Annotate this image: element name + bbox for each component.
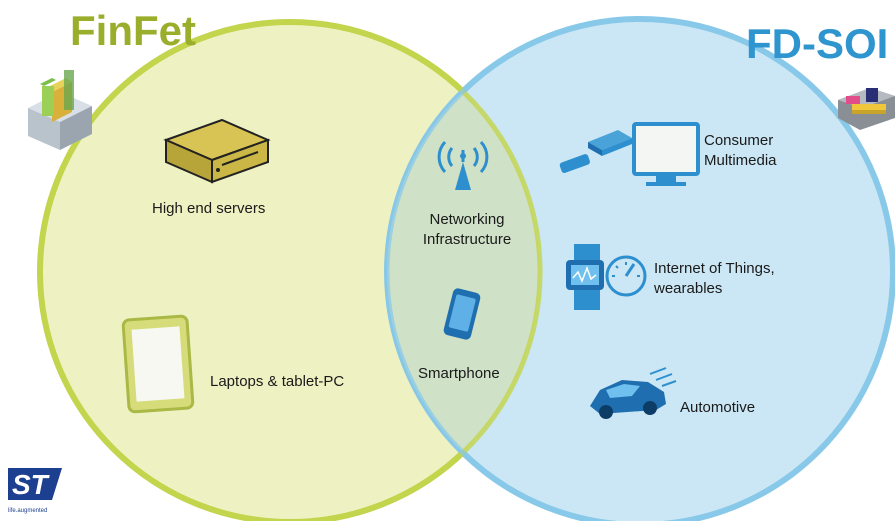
svg-text:ST: ST: [12, 469, 51, 500]
svg-text:life.augmented: life.augmented: [8, 508, 47, 514]
monitor-icon: [632, 122, 700, 186]
finfet-title: FinFet: [70, 7, 196, 54]
fdsoi-title: FD-SOI: [746, 20, 889, 67]
laptops-tablet-label: Laptops & tablet-PC: [210, 373, 345, 390]
antenna-tower-icon: [437, 140, 489, 190]
remote-icon: [559, 154, 590, 173]
gauge-icon: [605, 255, 647, 297]
automotive-label: Automotive: [680, 399, 756, 416]
consumer-multimedia-label: Consumer Multimedia: [704, 132, 777, 169]
tablet-icon: [121, 314, 195, 414]
iot-wearables-label: Internet of Things, wearables: [654, 260, 775, 297]
smartwatch-icon: [566, 244, 604, 310]
car-icon: [590, 367, 677, 419]
server-icon: [163, 118, 271, 184]
settop-box-icon: [588, 130, 632, 156]
fdsoi-wafer-icon: [838, 88, 895, 130]
finfet-transistor-icon: [28, 70, 92, 150]
networking-infrastructure-label: Networking Infrastructure: [422, 211, 512, 248]
smartphone-icon: [443, 288, 481, 340]
smartphone-label: Smartphone: [418, 365, 500, 382]
st-logo: ST life.augmented: [8, 468, 62, 514]
high-end-servers-label: High end servers: [152, 200, 266, 217]
